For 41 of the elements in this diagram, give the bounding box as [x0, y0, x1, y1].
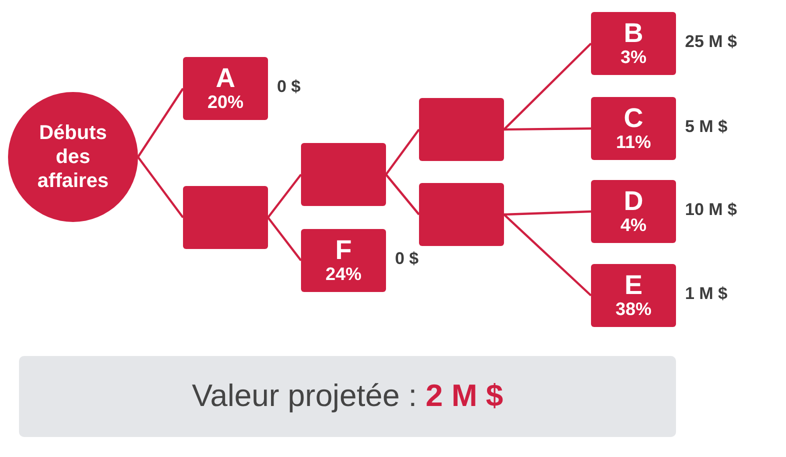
outcome-letter: D [624, 188, 644, 215]
probability-text: 24% [325, 264, 362, 284]
branch-line [137, 88, 184, 158]
branch-line [503, 42, 592, 130]
probability-text: 3% [620, 46, 646, 68]
outcome-box [591, 12, 676, 75]
branch-line [267, 174, 302, 218]
branch-line [503, 214, 592, 296]
summary-bar [19, 356, 676, 437]
empty-box [419, 98, 504, 161]
outcome-letter: C [624, 104, 644, 132]
payoff-value: 0 $ [277, 76, 301, 96]
probability-text: 38% [615, 298, 652, 320]
empty-box [301, 143, 386, 206]
branch-line [137, 156, 184, 218]
branch-line [385, 174, 420, 216]
projected-value-text: Valeur projetée : 2 M $ [192, 377, 504, 416]
outcome-box [183, 57, 268, 120]
payoff-value: 0 $ [395, 248, 419, 268]
outcome-box [591, 264, 676, 327]
outcome-box [301, 229, 386, 292]
payoff-value: 1 M $ [685, 284, 728, 304]
outcome-box [591, 97, 676, 160]
payoff-value: 25 M $ [685, 32, 737, 52]
branch-line [504, 210, 592, 216]
node-label: Débuts des affaires [36, 121, 110, 193]
outcome-box [591, 180, 676, 243]
empty-box [419, 183, 504, 246]
outcome-letter: A [216, 64, 236, 92]
outcome-letter: E [624, 272, 642, 299]
payoff-value: 10 M $ [685, 200, 737, 220]
branch-line [504, 127, 592, 131]
empty-box [183, 186, 268, 249]
branch-line [385, 128, 420, 176]
outcome-letter: B [624, 20, 644, 47]
branch-line [267, 216, 302, 262]
probability-text: 11% [616, 132, 652, 152]
payoff-value: 5 M $ [685, 116, 728, 136]
probability-text: 4% [620, 214, 646, 236]
probability-text: 20% [207, 92, 244, 112]
outcome-letter: F [335, 236, 352, 264]
